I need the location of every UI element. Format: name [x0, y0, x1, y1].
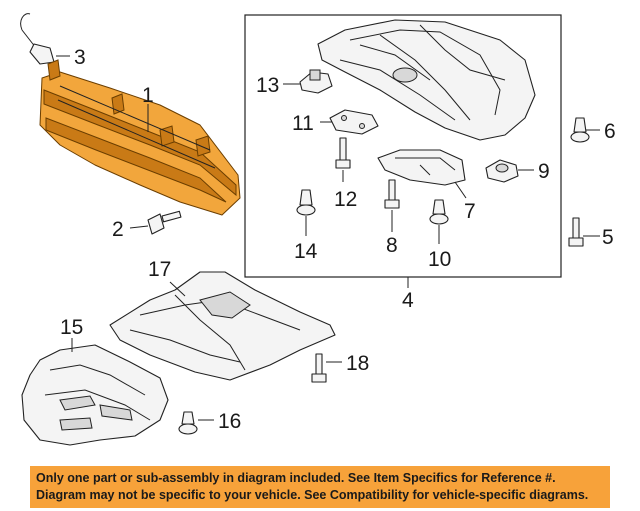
- parts-diagram: 1 2 3 4 5 6 7 8 9 10 11 12 13 14 15 16 1…: [20, 13, 616, 446]
- bolt-8: [384, 179, 400, 209]
- clip-nut-9: [485, 159, 519, 183]
- callout-9: 9: [538, 160, 550, 183]
- callout-3: 3: [74, 46, 86, 69]
- callout-4: 4: [402, 289, 414, 312]
- plate-11: [329, 109, 379, 135]
- highlighted-part-1: [39, 59, 241, 216]
- assembly-group-box: [244, 14, 562, 278]
- bracket-7: [377, 149, 466, 186]
- bolt-12: [335, 137, 351, 169]
- callout-5: 5: [602, 226, 614, 249]
- clip-nut-13: [299, 69, 333, 94]
- callout-13: 13: [256, 74, 279, 97]
- push-clip-6: [570, 117, 590, 143]
- callout-15: 15: [60, 316, 83, 339]
- callout-17: 17: [148, 258, 171, 281]
- callout-16: 16: [218, 410, 241, 433]
- connector-3: [20, 13, 70, 65]
- callout-7: 7: [464, 200, 476, 223]
- under-cover-upper: [317, 19, 536, 141]
- callout-10: 10: [428, 248, 451, 271]
- push-clip-14: [296, 189, 316, 216]
- push-clip-10: [429, 199, 449, 225]
- callout-11: 11: [292, 112, 314, 135]
- under-cover-15: [21, 338, 169, 446]
- disclaimer-line-2: Diagram may not be specific to your vehi…: [36, 488, 589, 502]
- bolt-18: [311, 353, 342, 383]
- push-clip-16: [178, 411, 214, 435]
- callout-2: 2: [112, 218, 124, 241]
- callout-1: 1: [142, 84, 154, 107]
- bolt-2: [129, 210, 182, 235]
- callout-18: 18: [346, 352, 369, 375]
- disclaimer-line-1: Only one part or sub-assembly in diagram…: [36, 471, 556, 485]
- callout-14: 14: [294, 240, 318, 263]
- under-cover-17: [109, 271, 336, 381]
- disclaimer-banner: Only one part or sub-assembly in diagram…: [30, 466, 610, 508]
- bolt-5: [568, 217, 584, 247]
- callout-12: 12: [334, 188, 357, 211]
- callout-8: 8: [386, 234, 398, 257]
- callout-6: 6: [604, 120, 616, 143]
